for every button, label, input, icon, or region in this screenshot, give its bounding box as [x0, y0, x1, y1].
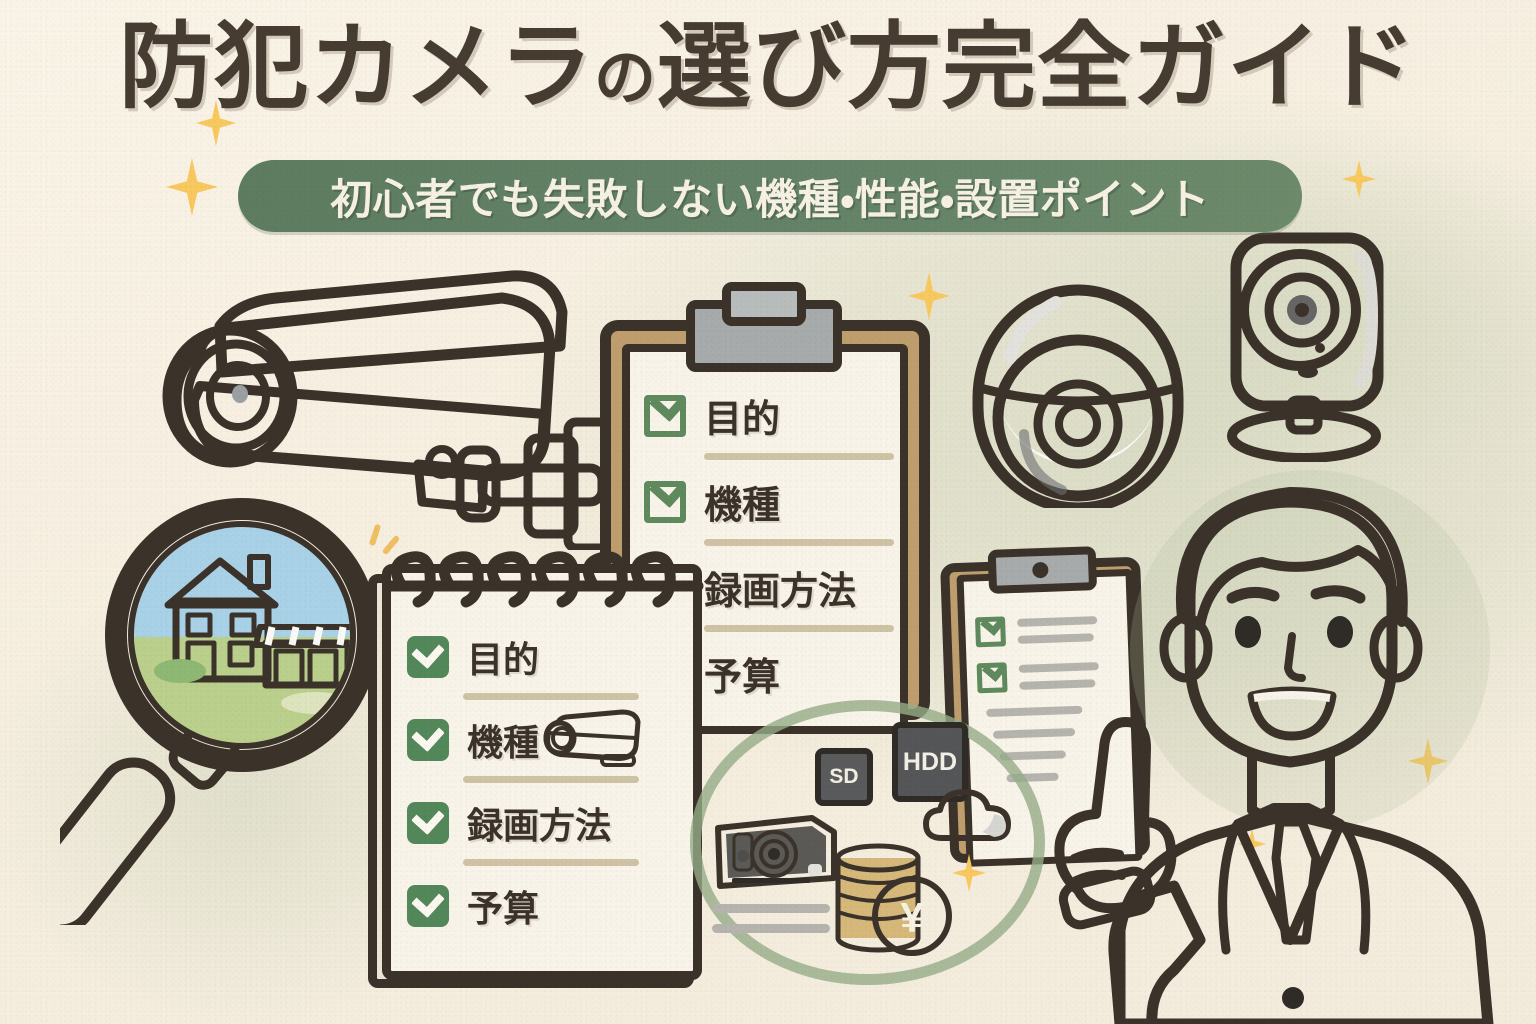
page-title-text: 防犯カメラの選び方完全ガイド [119, 17, 1417, 117]
house-icon [164, 554, 279, 683]
dvr-recorder-icon [715, 815, 837, 889]
checkbox-checked-icon[interactable] [976, 658, 1008, 694]
check-mark-icon [649, 384, 687, 423]
magnifier-lens [105, 498, 379, 772]
head [1159, 487, 1423, 768]
checklist-rule-line [704, 539, 894, 546]
checkbox-checked-icon[interactable] [644, 470, 687, 523]
checklist-item-label: 録画方法 [467, 805, 612, 846]
checklist-item[interactable]: 機種 [644, 470, 900, 529]
clipboard-clip-top [722, 282, 806, 326]
checkbox-checked-icon[interactable] [644, 384, 687, 437]
media-bubble-line [712, 904, 830, 913]
checklist-item[interactable]: 目的 [407, 631, 693, 683]
cloud-icon [923, 789, 1011, 841]
camera-lens [162, 324, 298, 468]
checkbox-checked-icon[interactable] [974, 612, 1006, 648]
check-mark-icon [411, 883, 445, 918]
dome-camera [972, 284, 1184, 508]
checklist-item-label: 機種 [467, 722, 540, 763]
check-mark-icon [411, 800, 445, 835]
checklist-clipboard: 目的機種録画方法予算 [600, 282, 930, 734]
mini-bullet-camera [543, 709, 641, 767]
pointing-businessman [1054, 470, 1494, 1024]
subtitle-text: 初心者でも失敗しない機種・性能・設置ポイント [330, 175, 1210, 223]
yen-coin: ¥ [872, 876, 952, 956]
subtitle-banner: 初心者でも失敗しない機種・性能・設置ポイント [238, 160, 1302, 232]
check-mark-icon [980, 612, 1005, 636]
checklist-item-label: 機種 [704, 485, 781, 527]
check-mark-icon [981, 658, 1006, 682]
check-mark-icon [649, 470, 687, 509]
sd-card-icon: SD [815, 748, 873, 806]
yen-symbol: ¥ [900, 894, 924, 941]
checklist-item-label: 目的 [467, 639, 540, 680]
check-mark-icon [411, 634, 445, 669]
checkbox-filled-icon[interactable] [407, 800, 449, 844]
notepad-paper: 目的機種録画方法予算 [382, 564, 702, 980]
notepad-spiral-binding [384, 551, 704, 608]
checklist-item[interactable]: 目的 [644, 384, 900, 443]
checklist-item[interactable]: 予算 [407, 880, 693, 932]
hdd-label: HDD [902, 747, 958, 776]
checklist-rule-line [704, 453, 894, 460]
bullet-camera [162, 270, 613, 550]
checklist-rule-line [463, 693, 639, 700]
sparkle-icon [166, 158, 218, 216]
title-segment: 防犯カメラ [118, 14, 594, 119]
checklist-item[interactable]: 録画方法 [407, 797, 693, 849]
spiral-notepad-checklist: 目的機種録画方法予算 [368, 551, 708, 1000]
magnifying-glass-scene [60, 498, 379, 925]
checklist-rule-line [704, 625, 894, 632]
checkbox-filled-icon[interactable] [407, 634, 449, 678]
checkbox-filled-icon[interactable] [407, 883, 449, 927]
check-mark-icon [411, 717, 445, 752]
title-segment: の [593, 44, 657, 113]
indoor-camera [1227, 232, 1384, 462]
checklist-item-label: 予算 [467, 888, 540, 929]
media-bubble-ring [690, 700, 1045, 985]
checklist-rule-line [463, 776, 639, 783]
sd-card-label: SD [829, 765, 859, 788]
checklist-item-label: 予算 [704, 657, 781, 699]
suit-jacket [1114, 803, 1494, 1024]
checklist-rule-line [463, 859, 639, 866]
checklist-item-label: 録画方法 [704, 571, 857, 613]
recording-media-bubble: SD HDD [690, 700, 1050, 990]
checklist-item-label: 目的 [704, 399, 781, 441]
page-title: 防犯カメラの選び方完全ガイド [0, 17, 1536, 117]
checkbox-filled-icon[interactable] [407, 717, 449, 761]
checklist-item[interactable]: 機種 [407, 714, 693, 766]
title-segment: 選び方完全ガイド [657, 14, 1418, 119]
pointing-hand [1054, 717, 1206, 1024]
yen-coin-icon: ¥ [835, 843, 952, 956]
media-bubble-line [712, 924, 830, 933]
sparkle-icon [1342, 160, 1376, 198]
hdd-icon: HDD [892, 722, 968, 802]
